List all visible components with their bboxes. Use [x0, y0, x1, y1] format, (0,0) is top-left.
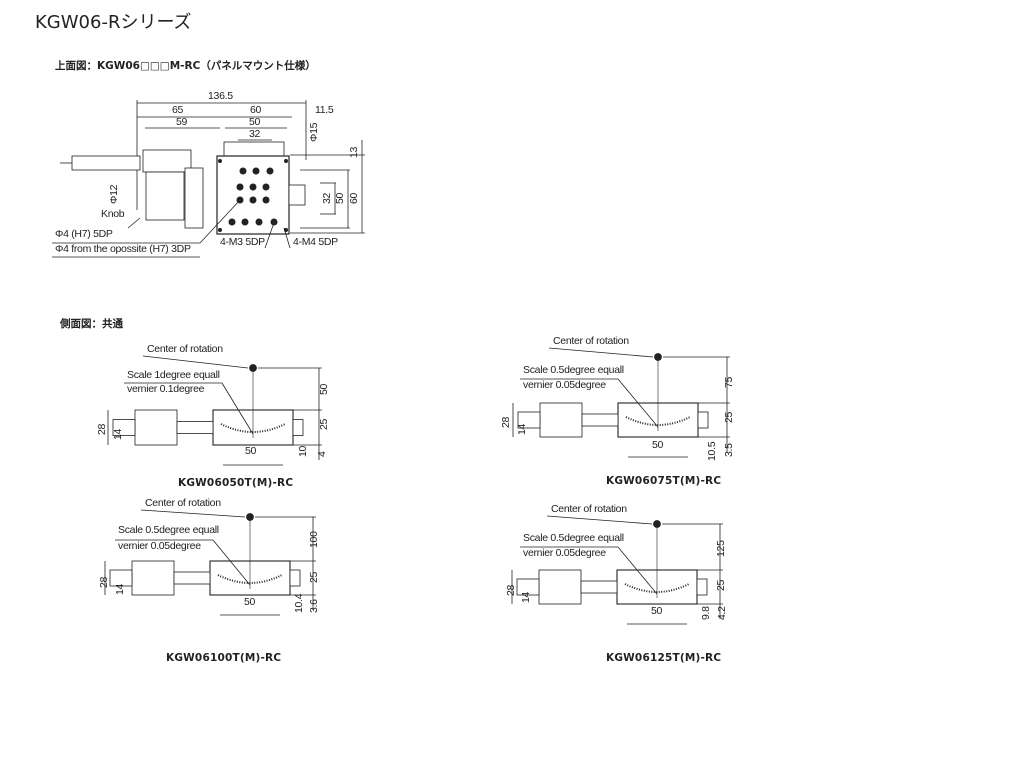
- dim-lower-1: 9.8: [700, 606, 712, 620]
- leader-line: [140, 509, 246, 518]
- dim-height: 100: [308, 531, 320, 548]
- dim-60: 60: [250, 104, 262, 116]
- knob-shaft: [581, 413, 619, 427]
- dim-25: 25: [723, 411, 735, 423]
- model-caption: KGW06100T(M)-RC: [166, 652, 282, 664]
- dim-65: 65: [172, 104, 184, 116]
- end-knob: [696, 578, 708, 596]
- dim-28: 28: [500, 416, 512, 428]
- knob-label: Knob: [101, 208, 125, 220]
- vernier-label: vernier 0.1degree: [127, 383, 205, 395]
- dim-11-5: 11.5: [315, 104, 334, 116]
- motor-body: [539, 402, 583, 438]
- motor-connector: [109, 569, 133, 587]
- dim-lower-2: 4.2: [716, 606, 728, 620]
- center-of-rotation-label: Center of rotation: [553, 335, 629, 347]
- dim-phi12: Φ12: [108, 184, 120, 204]
- dim-lower-1: 10.5: [706, 441, 718, 461]
- center-of-rotation-label: Center of rotation: [551, 503, 627, 515]
- scale-label: Scale 0.5degree equall: [523, 532, 624, 544]
- dim-height: 75: [723, 376, 735, 388]
- leader-line: [617, 546, 658, 595]
- dim-height: 125: [715, 540, 727, 557]
- knob-shaft: [580, 580, 618, 594]
- leader-line: [142, 355, 249, 369]
- vernier-label: vernier 0.05degree: [523, 547, 606, 559]
- dim-lower-2: 3.5: [723, 443, 735, 457]
- dim-25: 25: [715, 579, 727, 591]
- dim-59: 59: [176, 116, 188, 128]
- dim-50: 50: [652, 439, 664, 451]
- scale-label: Scale 1degree equall: [127, 369, 220, 381]
- dim-v50: 50: [334, 192, 346, 204]
- dim-14: 14: [516, 423, 528, 435]
- motor-connector: [517, 411, 541, 429]
- side-view-heading: 側面図：共通: [60, 318, 123, 330]
- dim-lower-1: 10.4: [293, 593, 305, 613]
- dim-14: 14: [520, 591, 532, 603]
- dim-136-5: 136.5: [208, 90, 233, 102]
- dim-lower-2: 3.6: [308, 599, 320, 613]
- end-knob: [697, 411, 709, 429]
- dim-14: 14: [114, 583, 126, 595]
- knob-shaft: [176, 421, 214, 434]
- dim-28: 28: [98, 576, 110, 588]
- dim-v32: 32: [321, 192, 333, 204]
- leader-line: [212, 539, 251, 586]
- motor-body: [134, 409, 178, 446]
- end-knob: [289, 569, 301, 587]
- center-of-rotation-label: Center of rotation: [147, 343, 223, 355]
- leader-line: [617, 378, 659, 428]
- dim-50: 50: [651, 605, 663, 617]
- motor-body: [538, 569, 582, 605]
- dim-25: 25: [308, 571, 320, 583]
- dim-50: 50: [245, 445, 257, 457]
- dim-phi15: Φ15: [308, 122, 320, 142]
- leader-line: [548, 347, 654, 358]
- scale-label: Scale 0.5degree equall: [118, 524, 219, 536]
- dim-32: 32: [249, 128, 261, 140]
- motor-connector: [516, 578, 540, 596]
- pin-hole-opposite-label: Φ4 from the opossite (H7) 3DP: [55, 243, 191, 255]
- center-of-rotation-label: Center of rotation: [145, 497, 221, 509]
- page-title: KGW06-Rシリーズ: [35, 12, 192, 33]
- leader-line: [546, 515, 653, 525]
- top-view-drawing: [52, 100, 365, 258]
- knob-shaft: [173, 571, 211, 585]
- vernier-label: vernier 0.05degree: [118, 540, 201, 552]
- dim-lower-1: 10: [297, 445, 309, 457]
- scale-label: Scale 0.5degree equall: [523, 364, 624, 376]
- dim-height: 50: [318, 383, 330, 395]
- dim-lower-2: 4: [316, 451, 328, 457]
- motor-body: [131, 560, 175, 596]
- motor-connector: [112, 419, 136, 436]
- dim-14: 14: [112, 428, 124, 440]
- top-view-heading: 上面図：KGW06□□□M-RC（パネルマウント仕様）: [55, 60, 316, 72]
- dim-28: 28: [96, 423, 108, 435]
- model-caption: KGW06075T(M)-RC: [606, 475, 722, 487]
- vernier-label: vernier 0.05degree: [523, 379, 606, 391]
- dim-25: 25: [318, 418, 330, 430]
- dim-50: 50: [249, 116, 261, 128]
- m4-label: 4-M4 5DP: [293, 236, 338, 248]
- dim-13: 13: [348, 146, 360, 158]
- m3-label: 4-M3 5DP: [220, 236, 265, 248]
- dim-v60: 60: [348, 192, 360, 204]
- model-caption: KGW06125T(M)-RC: [606, 652, 722, 664]
- leader-line: [221, 382, 254, 435]
- dim-28: 28: [505, 584, 517, 596]
- model-caption: KGW06050T(M)-RC: [178, 477, 294, 489]
- end-knob: [292, 419, 304, 436]
- dim-50: 50: [244, 596, 256, 608]
- pin-hole-label: Φ4 (H7) 5DP: [55, 228, 113, 240]
